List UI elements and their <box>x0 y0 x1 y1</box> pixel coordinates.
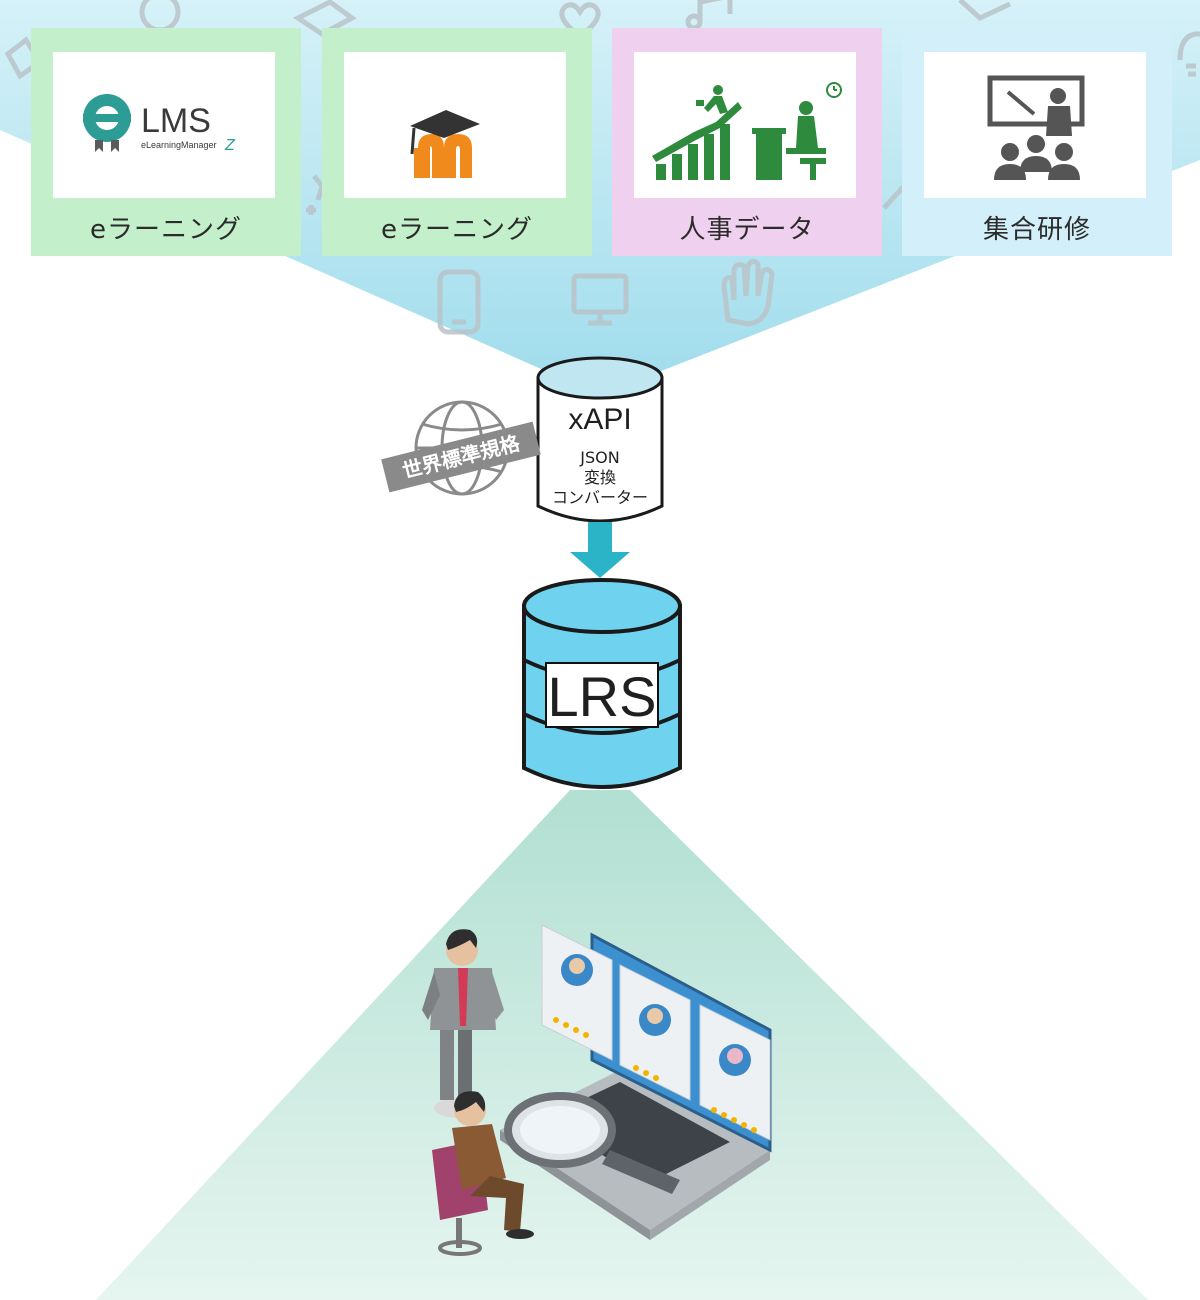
cross-icon <box>306 205 316 215</box>
lms-logo-subtext: eLearningManager <box>141 140 217 150</box>
elms-logo-icon: LMS eLearningManager Z <box>83 94 236 154</box>
source-card-moodle: eラーニング <box>322 28 592 256</box>
moodle-logo-icon <box>410 110 480 178</box>
source-label: 人事データ <box>679 215 815 245</box>
converter-title: xAPI <box>568 403 632 436</box>
converter-subtitle: JSON 変換 コンバーター <box>538 448 662 508</box>
lrs-label: LRS <box>545 662 659 728</box>
tablet-icon <box>437 269 481 335</box>
analysis-illustration <box>422 924 772 1256</box>
hand-icon <box>721 258 775 327</box>
logo-box <box>924 52 1146 198</box>
logo-box <box>634 52 856 198</box>
clipboard-icon <box>958 0 1012 21</box>
rating-stars <box>553 1017 757 1133</box>
hr-growth-icon <box>652 82 842 180</box>
source-label: eラーニング <box>381 215 533 245</box>
book-icon <box>293 0 357 37</box>
seated-person <box>432 1091 534 1256</box>
converter-line-convert: 変換 <box>583 468 616 487</box>
pencil-icon <box>882 184 906 210</box>
lms-logo-text: LMS <box>141 102 211 140</box>
lms-logo-suffix: Z <box>224 137 236 154</box>
music-icon <box>697 0 733 20</box>
magnifier-icon <box>504 1092 680 1194</box>
source-card-lms: LMS eLearningManager Z eラーニング <box>31 28 301 256</box>
logo-box: LMS eLearningManager Z <box>53 52 275 198</box>
source-card-group-training: 集合研修 <box>902 28 1172 256</box>
flow-arrow <box>570 522 630 578</box>
converter-line-converter: コンバーター <box>551 488 648 507</box>
lightbulb-icon <box>1177 31 1200 77</box>
converter-line-json: JSON <box>580 448 620 467</box>
source-card-hr-data: 人事データ <box>612 28 882 256</box>
logo-box <box>344 52 566 198</box>
source-label: eラーニング <box>90 215 242 245</box>
training-classroom-icon <box>987 75 1085 180</box>
xapi-converter-cylinder <box>536 356 664 523</box>
heart-icon <box>559 2 601 40</box>
profile-card <box>541 924 613 1061</box>
source-label: 集合研修 <box>982 215 1091 245</box>
